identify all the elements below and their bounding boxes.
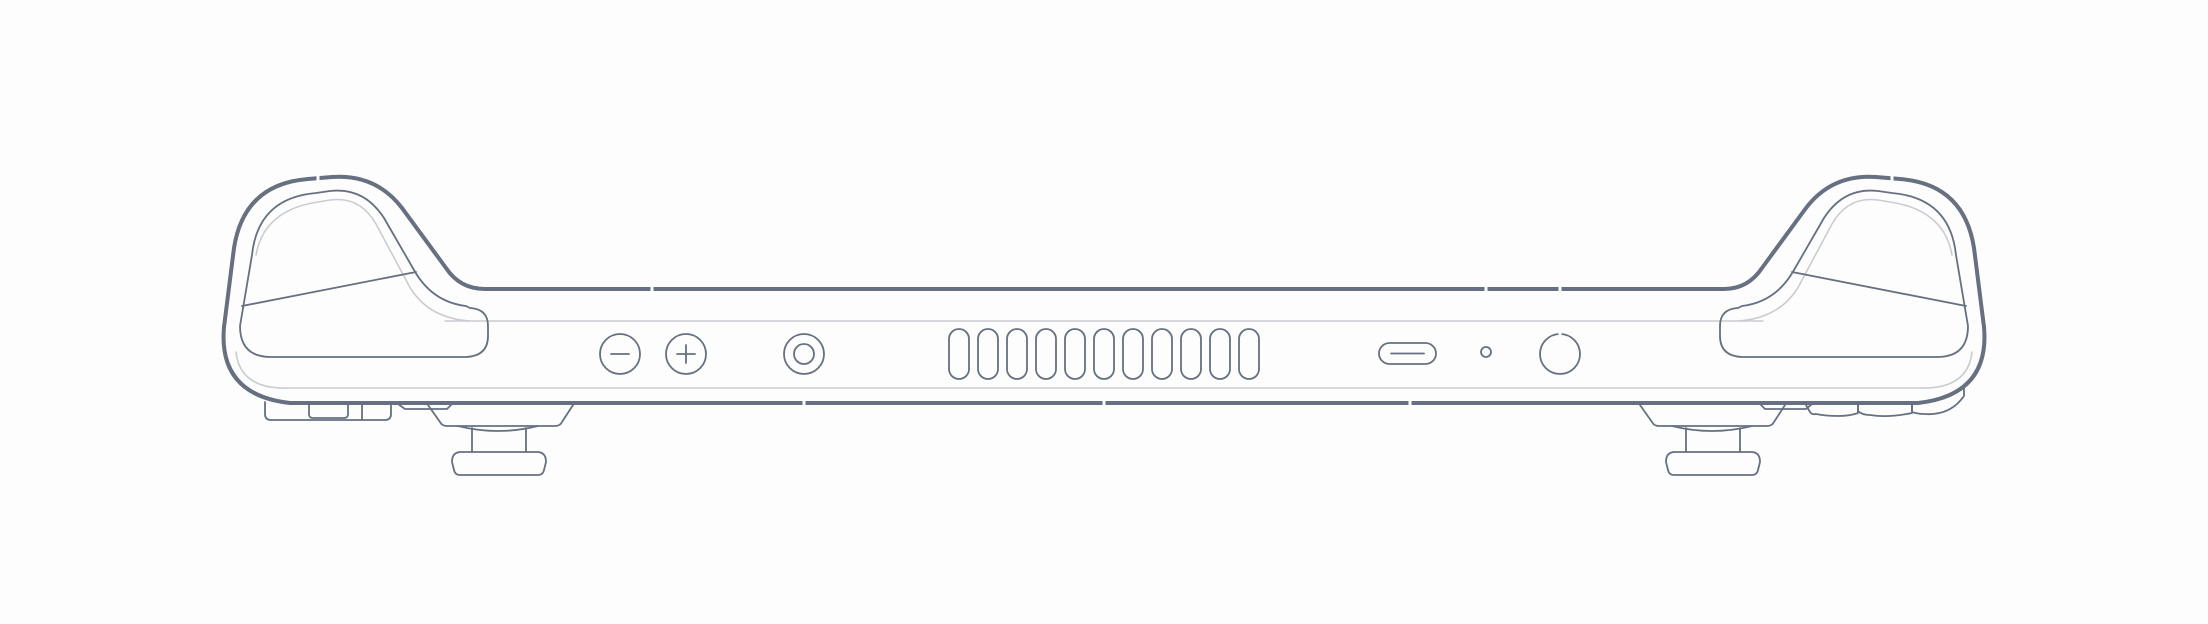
left-bumper: [397, 403, 574, 476]
body-outer-outline: [221, 174, 1987, 405]
plus-button-icon[interactable]: [665, 333, 707, 375]
headphone-jack-icon: [783, 333, 825, 375]
outline-gaps: [316, 174, 1894, 406]
vent-slot: [1122, 328, 1144, 380]
right-bumper: [1639, 403, 1813, 476]
vent-slot: [1035, 328, 1057, 380]
vent-slot: [1064, 328, 1086, 380]
vent-slot: [977, 328, 999, 380]
right-grip: [1719, 189, 1969, 358]
right-trigger: [1805, 385, 1965, 418]
microphone-hole-icon: [1480, 346, 1492, 358]
left-grip: [239, 189, 489, 358]
vent-slot: [1209, 328, 1231, 380]
vent-slot: [1151, 328, 1173, 380]
minus-button-icon[interactable]: [599, 333, 641, 375]
front-face-panel: [235, 320, 1973, 389]
vent-slot: [1006, 328, 1028, 380]
vent-slot: [1238, 328, 1260, 380]
vent-slot: [1093, 328, 1115, 380]
vent-grille: [948, 328, 1260, 380]
vent-slot: [948, 328, 970, 380]
power-button-icon[interactable]: [1539, 330, 1581, 375]
vent-slot: [1180, 328, 1202, 380]
usb-c-port-icon: [1378, 342, 1437, 365]
